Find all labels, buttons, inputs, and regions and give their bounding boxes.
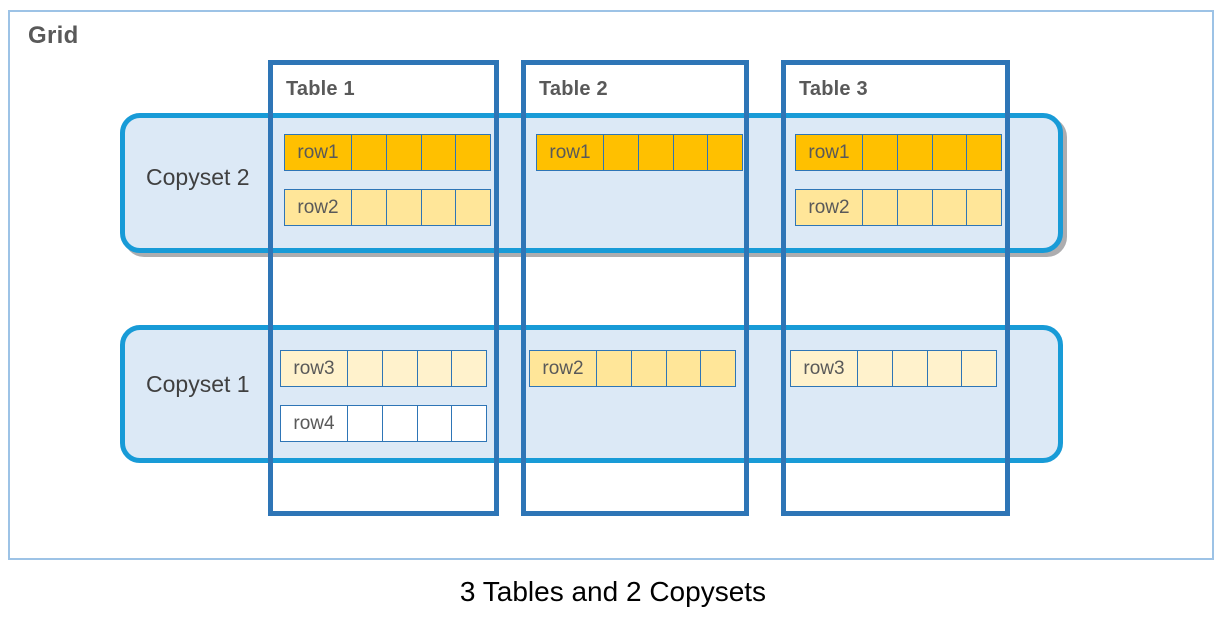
row-table3-copyset2-row1: row1 (795, 134, 1002, 171)
row-cell (416, 406, 452, 441)
row-cell (896, 135, 932, 170)
grid-title: Grid (28, 22, 79, 49)
row-cell (862, 135, 897, 170)
table-3-box: Table 3 (781, 60, 1010, 516)
row-cell (347, 406, 382, 441)
row-cell (966, 135, 1001, 170)
diagram-caption: 3 Tables and 2 Copysets (459, 576, 767, 607)
table-1-box: Table 1 (268, 60, 499, 516)
row-cell (381, 406, 417, 441)
copyset-1-region (120, 325, 1063, 463)
row-cell (672, 135, 708, 170)
row-table2-copyset1-row2: row2 (529, 350, 736, 387)
row-table3-copyset2-row2: row2 (795, 189, 1002, 226)
table-2-box: Table 2 (521, 60, 749, 516)
row-cell (700, 351, 735, 386)
row-cell (931, 190, 967, 225)
row-table1-copyset2-row1: row1 (284, 134, 491, 171)
row-cell (896, 190, 932, 225)
row-cell (455, 135, 490, 170)
row-cell (596, 351, 631, 386)
row-cell (926, 351, 962, 386)
row-cell (385, 190, 421, 225)
row-cell (603, 135, 638, 170)
row-cell (891, 351, 927, 386)
row-cell (966, 190, 1001, 225)
row-label: row2 (542, 357, 584, 379)
row-cell (630, 351, 666, 386)
row-label: row3 (293, 357, 335, 379)
row-cell (351, 190, 386, 225)
row-cell (420, 135, 456, 170)
row-table2-copyset2-row1: row1 (536, 134, 743, 171)
table-1-label: Table 1 (286, 78, 355, 100)
row-label: row1 (808, 141, 850, 163)
row-cell (455, 190, 490, 225)
copyset-2-label: Copyset 2 (146, 164, 250, 190)
row-table3-copyset1-row3: row3 (790, 350, 997, 387)
row-cell (385, 135, 421, 170)
row-cell (707, 135, 742, 170)
row-cell (931, 135, 967, 170)
grid-container (8, 10, 1214, 560)
row-label: row4 (293, 412, 335, 434)
table-3-label: Table 3 (799, 78, 868, 100)
row-cell (451, 406, 486, 441)
row-cell (961, 351, 996, 386)
row-cell (416, 351, 452, 386)
row-cell (347, 351, 382, 386)
row-table1-copyset1-row4: row4 (280, 405, 487, 442)
row-cell (637, 135, 673, 170)
row-cell (420, 190, 456, 225)
row-label: row3 (803, 357, 845, 379)
row-cell (862, 190, 897, 225)
table-2-label: Table 2 (539, 78, 608, 100)
row-cell (857, 351, 892, 386)
row-cell (451, 351, 486, 386)
copyset-1-label: Copyset 1 (146, 371, 250, 397)
row-table1-copyset1-row3: row3 (280, 350, 487, 387)
row-label: row1 (297, 141, 339, 163)
row-cell (381, 351, 417, 386)
row-label: row2 (808, 196, 850, 218)
row-cell (665, 351, 701, 386)
row-table1-copyset2-row2: row2 (284, 189, 491, 226)
row-cell (351, 135, 386, 170)
row-label: row2 (297, 196, 339, 218)
row-label: row1 (549, 141, 591, 163)
